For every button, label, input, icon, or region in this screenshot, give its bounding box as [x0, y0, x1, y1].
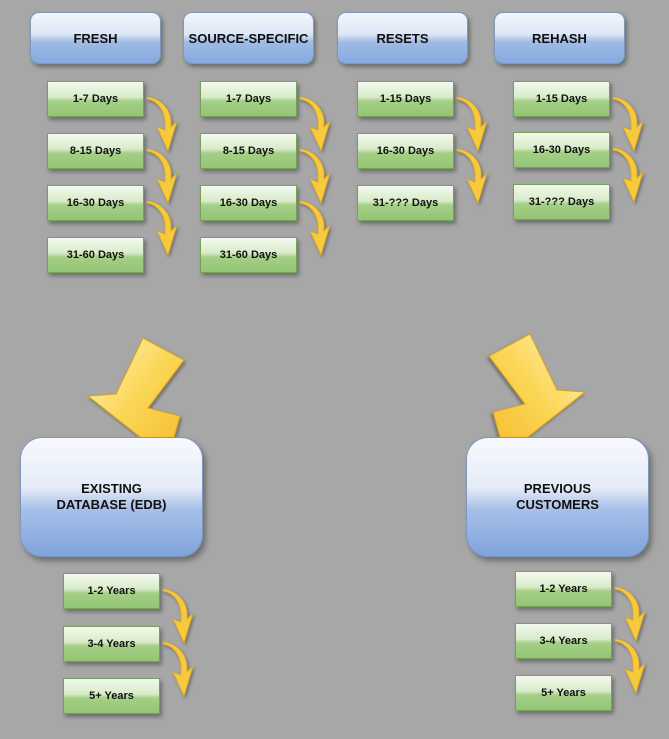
step-rehash-1: 1-15 Days — [513, 81, 610, 117]
step-rehash-2: 16-30 Days — [513, 132, 610, 168]
big-arrow-to-previous-customers — [488, 333, 587, 456]
curved-arrow-source-specific-3 — [299, 200, 331, 257]
step-edb-1: 1-2 Years — [63, 573, 160, 609]
step-edb-3: 5+ Years — [63, 678, 160, 714]
curved-arrow-previous-customers-1 — [614, 586, 646, 643]
step-source-specific-4: 31-60 Days — [200, 237, 297, 273]
curved-arrow-rehash-1 — [612, 96, 644, 153]
step-source-specific-2: 8-15 Days — [200, 133, 297, 169]
step-edb-2: 3-4 Years — [63, 626, 160, 662]
column-header-rehash: REHASH — [494, 12, 625, 64]
step-rehash-3: 31-??? Days — [513, 184, 610, 220]
curved-arrow-resets-1 — [456, 96, 488, 153]
step-previous-customers-1: 1-2 Years — [515, 571, 612, 607]
step-source-specific-1: 1-7 Days — [200, 81, 297, 117]
column-header-source-specific: SOURCE-SPECIFIC — [183, 12, 314, 64]
curved-arrow-resets-2 — [456, 148, 488, 205]
step-fresh-2: 8-15 Days — [47, 133, 144, 169]
curved-arrow-previous-customers-2 — [614, 638, 646, 695]
column-header-fresh: FRESH — [30, 12, 161, 64]
step-resets-1: 1-15 Days — [357, 81, 454, 117]
database-edb: EXISTING DATABASE (EDB) — [20, 437, 203, 557]
curved-arrow-edb-2 — [162, 641, 194, 698]
database-previous-customers: PREVIOUS CUSTOMERS — [466, 437, 649, 557]
column-header-resets: RESETS — [337, 12, 468, 64]
curved-arrow-rehash-2 — [612, 147, 644, 204]
step-resets-2: 16-30 Days — [357, 133, 454, 169]
curved-arrow-source-specific-1 — [299, 96, 331, 153]
step-fresh-1: 1-7 Days — [47, 81, 144, 117]
curved-arrow-source-specific-2 — [299, 148, 331, 205]
step-previous-customers-3: 5+ Years — [515, 675, 612, 711]
curved-arrow-fresh-2 — [146, 148, 178, 205]
step-source-specific-3: 16-30 Days — [200, 185, 297, 221]
curved-arrow-fresh-1 — [146, 96, 178, 153]
step-fresh-3: 16-30 Days — [47, 185, 144, 221]
curved-arrow-edb-1 — [162, 588, 194, 645]
step-fresh-4: 31-60 Days — [47, 237, 144, 273]
step-resets-3: 31-??? Days — [357, 185, 454, 221]
step-previous-customers-2: 3-4 Years — [515, 623, 612, 659]
curved-arrow-fresh-3 — [146, 200, 178, 257]
